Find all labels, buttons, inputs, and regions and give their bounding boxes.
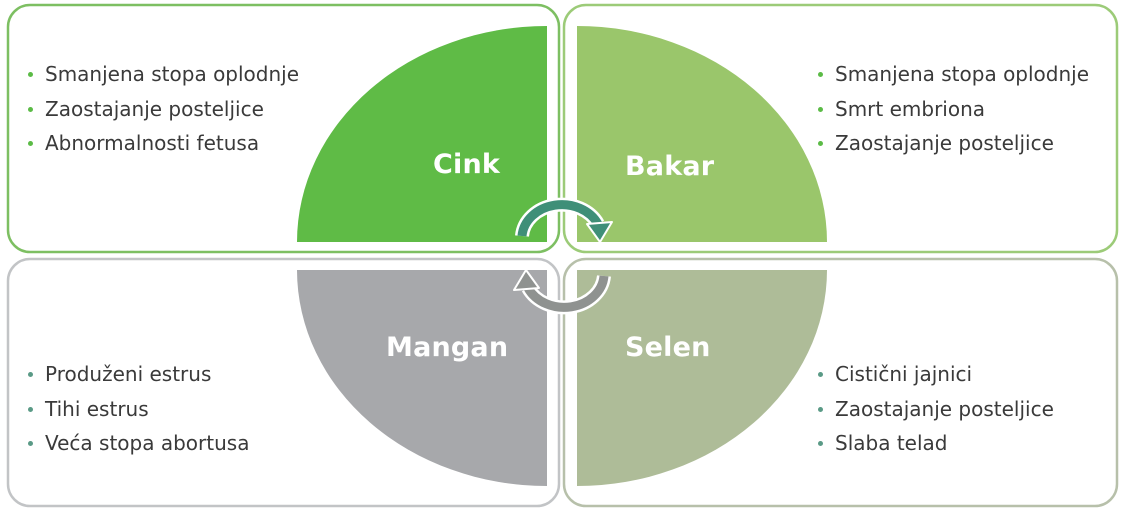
list-item: Zaostajanje posteljice (818, 392, 1054, 427)
shape-selen (577, 270, 827, 486)
list-item: Produženi estrus (28, 357, 249, 392)
list-cink: Smanjena stopa oplodnje Zaostajanje post… (28, 57, 299, 161)
list-item: Abnormalnosti fetusa (28, 126, 299, 161)
title-mangan: Mangan (386, 332, 509, 363)
list-item: Zaostajanje posteljice (818, 126, 1089, 161)
list-item: Smanjena stopa oplodnje (818, 57, 1089, 92)
shape-bakar (577, 26, 827, 242)
list-item: Tihi estrus (28, 392, 249, 427)
shape-cink (297, 26, 547, 242)
list-item: Slaba telad (818, 426, 1054, 461)
shape-mangan (297, 270, 547, 486)
title-cink: Cink (433, 149, 501, 180)
list-item: Cistični jajnici (818, 357, 1054, 392)
list-mangan: Produženi estrus Tihi estrus Veća stopa … (28, 357, 249, 461)
list-item: Smanjena stopa oplodnje (28, 57, 299, 92)
curved-arrow-right-icon (515, 197, 613, 243)
title-selen: Selen (625, 332, 711, 363)
title-bakar: Bakar (625, 151, 715, 182)
list-item: Zaostajanje posteljice (28, 92, 299, 127)
list-item: Veća stopa abortusa (28, 426, 249, 461)
list-selen: Cistični jajnici Zaostajanje posteljice … (818, 357, 1054, 461)
list-bakar: Smanjena stopa oplodnje Smrt embriona Za… (818, 57, 1089, 161)
curved-arrow-left-icon (513, 269, 611, 315)
list-item: Smrt embriona (818, 92, 1089, 127)
